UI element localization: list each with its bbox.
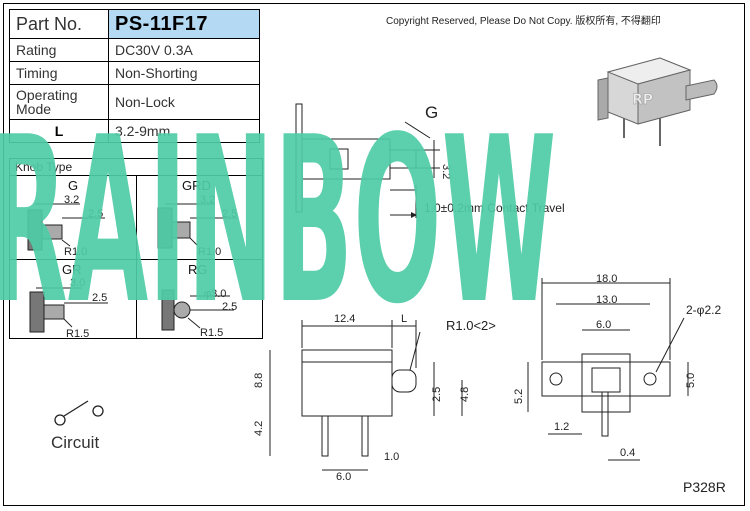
bottom-width2: 13.0 [596, 294, 617, 306]
knob-type-rg: RG [188, 262, 208, 277]
knob-g-radius: R1.0 [64, 246, 87, 258]
bottom-width1: 18.0 [596, 273, 617, 285]
product-render [597, 57, 718, 146]
knob-g-sketch [27, 203, 105, 251]
front-pitch: 6.0 [336, 471, 351, 483]
front-view [269, 320, 463, 471]
knob-gr-radius: R1.5 [66, 328, 89, 340]
length-label: L [9, 119, 109, 143]
front-pin: 1.0 [384, 451, 399, 463]
knob-type-grd: GRD [182, 178, 211, 193]
knob-rg-radius: R1.5 [200, 327, 223, 339]
knob-gr-sketch [29, 287, 108, 333]
bottom-height1: 5.2 [513, 389, 525, 404]
bottom-height2: 5.0 [685, 373, 697, 388]
front-height1: 8.8 [253, 373, 265, 388]
knob-grd-sketch [157, 203, 238, 249]
front-height3: 2.5 [431, 387, 443, 402]
knob-type-g: G [68, 178, 79, 193]
side-view-label: G [425, 103, 438, 122]
bottom-view [527, 278, 689, 461]
knob-type-gr: GR [62, 262, 82, 277]
side-view [295, 103, 440, 218]
page-frame [3, 3, 745, 506]
circuit-label: Circuit [51, 433, 100, 452]
product-logo: RP [632, 92, 653, 108]
front-l: L [401, 313, 407, 325]
knob-type-box: Knob Type G GRD GR RG [9, 158, 263, 339]
bottom-pin: 0.4 [620, 447, 635, 459]
knob-divider [136, 175, 137, 338]
front-radius: R1.0<2> [446, 318, 496, 333]
knob-title: Knob Type [15, 160, 73, 174]
knob-grd-radius: R1.0 [198, 246, 221, 258]
front-height4: 4.8 [459, 387, 471, 402]
knob-grd-dim2: 2.5 [222, 208, 237, 220]
knob-g-dim1: 3.2 [64, 194, 79, 206]
copyright-notice: Copyright Reserved, Please Do Not Copy. … [386, 16, 661, 27]
mode-value: Non-Lock [108, 84, 260, 120]
bottom-offset: 1.2 [554, 421, 569, 433]
rating-label: Rating [9, 38, 109, 62]
contact-travel: 1.0±0.2mm Contact Travel [424, 201, 565, 215]
knob-gr-dim2: 2.5 [92, 292, 107, 304]
knob-g-dim2: 2.5 [88, 208, 103, 220]
bottom-width3: 6.0 [596, 319, 611, 331]
page-number: P328R [683, 479, 726, 495]
length-value: 3.2-9mm [108, 119, 260, 143]
circuit-symbol [54, 400, 104, 426]
knob-rg-dim1: φ3.0 [204, 288, 226, 300]
knob-gr-dim1: 3.0 [70, 277, 85, 289]
watermark: RAINBOW [0, 88, 556, 355]
spec-table: Part No. PS-11F17 Rating DC30V 0.3A Timi… [9, 9, 260, 143]
knob-rg-dim2: 2.5 [222, 301, 237, 313]
front-height2: 4.2 [253, 421, 265, 436]
front-width: 12.4 [334, 313, 355, 325]
timing-value: Non-Shorting [108, 61, 260, 85]
bottom-holes: 2-φ2.2 [686, 303, 721, 317]
knob-grd-dim1: 3.2 [200, 194, 215, 206]
side-view-height: 3.2 [440, 164, 452, 179]
knob-rg-sketch [161, 289, 234, 331]
